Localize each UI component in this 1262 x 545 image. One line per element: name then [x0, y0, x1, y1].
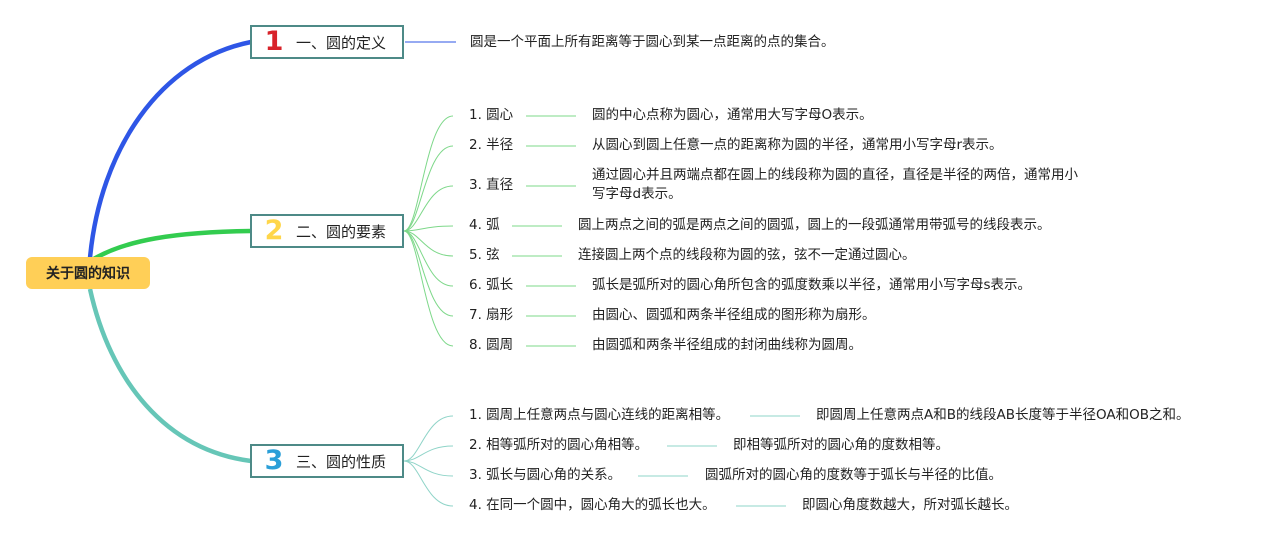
branch-number-1: 1 [264, 26, 284, 57]
element-term[interactable]: 7. 扇形 [469, 307, 514, 323]
property-term[interactable]: 3. 弧长与圆心角的关系。 [469, 467, 622, 483]
branch-label: 二、圆的要素 [296, 222, 387, 241]
element-description: 由圆心、圆弧和两条半径组成的图形称为扇形。 [592, 307, 876, 323]
root-node[interactable]: 关于圆的知识 [26, 257, 150, 289]
property-description: 即相等弧所对的圆心角的度数相等。 [733, 437, 949, 453]
element-description: 由圆弧和两条半径组成的封闭曲线称为圆周。 [592, 337, 862, 353]
element-description: 连接圆上两个点的线段称为圆的弦，弦不一定通过圆心。 [578, 247, 916, 263]
element-term[interactable]: 3. 直径 [469, 177, 514, 193]
branch-number-3: 3 [264, 445, 284, 476]
connector-root-branch-3 [87, 288, 252, 464]
branch-number-2: 2 [264, 215, 284, 246]
branch-elements[interactable]: 2 二、圆的要素 [250, 214, 404, 248]
branch-definition[interactable]: 1 一、圆的定义 [250, 25, 404, 59]
element-term[interactable]: 2. 半径 [469, 137, 514, 153]
element-description: 圆的中心点称为圆心，通常用大写字母O表示。 [592, 107, 873, 123]
element-term[interactable]: 4. 弧 [469, 217, 500, 233]
property-term[interactable]: 2. 相等弧所对的圆心角相等。 [469, 437, 649, 453]
property-description: 即圆心角度数越大，所对弧长越长。 [802, 497, 1018, 513]
element-description: 圆上两点之间的弧是两点之间的圆弧，圆上的一段弧通常用带弧号的线段表示。 [578, 217, 1051, 233]
element-description: 通过圆心并且两端点都在圆上的线段称为圆的直径，直径是半径的两倍，通常用小写字母d… [592, 167, 1078, 202]
fan-branch-3 [403, 415, 800, 507]
property-description: 即圆周上任意两点A和B的线段AB长度等于半径OA和OB之和。 [816, 407, 1190, 423]
root-label: 关于圆的知识 [46, 266, 130, 282]
branch-label: 一、圆的定义 [296, 33, 387, 52]
branch-label: 三、圆的性质 [296, 452, 387, 471]
connector-root-branch-2 [90, 228, 252, 262]
branch-properties[interactable]: 3 三、圆的性质 [250, 444, 404, 478]
element-description: 从圆心到圆上任意一点的距离称为圆的半径，通常用小写字母r表示。 [592, 137, 1003, 153]
definition-text: 圆是一个平面上所有距离等于圆心到某一点距离的点的集合。 [470, 34, 835, 50]
property-term[interactable]: 1. 圆周上任意两点与圆心连线的距离相等。 [469, 407, 730, 423]
element-term[interactable]: 5. 弦 [469, 247, 500, 263]
element-term[interactable]: 6. 弧长 [469, 277, 514, 293]
property-term[interactable]: 4. 在同一个圆中，圆心角大的弧长也大。 [469, 497, 716, 513]
element-term[interactable]: 1. 圆心 [469, 107, 514, 123]
element-description: 弧长是弧所对的圆心角所包含的弧度数乘以半径，通常用小写字母s表示。 [592, 277, 1032, 293]
element-term[interactable]: 8. 圆周 [469, 337, 514, 353]
fan-branch-2 [403, 115, 576, 347]
property-description: 圆弧所对的圆心角的度数等于弧长与半径的比值。 [705, 467, 1002, 483]
connector-root-branch-1 [87, 39, 252, 259]
